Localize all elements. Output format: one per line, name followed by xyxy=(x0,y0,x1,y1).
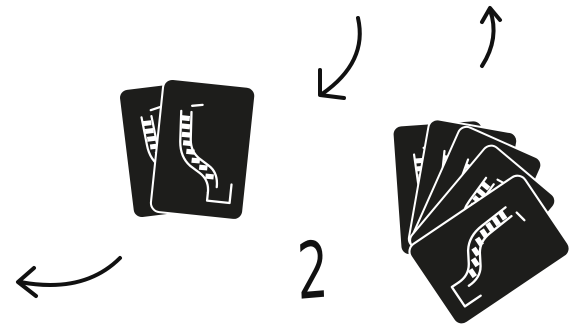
curved-arrow-icon xyxy=(18,258,120,296)
card-pair xyxy=(118,78,256,221)
step-number: 2 xyxy=(296,231,329,311)
curved-arrow-icon xyxy=(482,8,500,66)
curved-arrow-icon xyxy=(320,18,360,98)
card-back-icon xyxy=(150,78,256,221)
card-fan xyxy=(392,118,571,325)
